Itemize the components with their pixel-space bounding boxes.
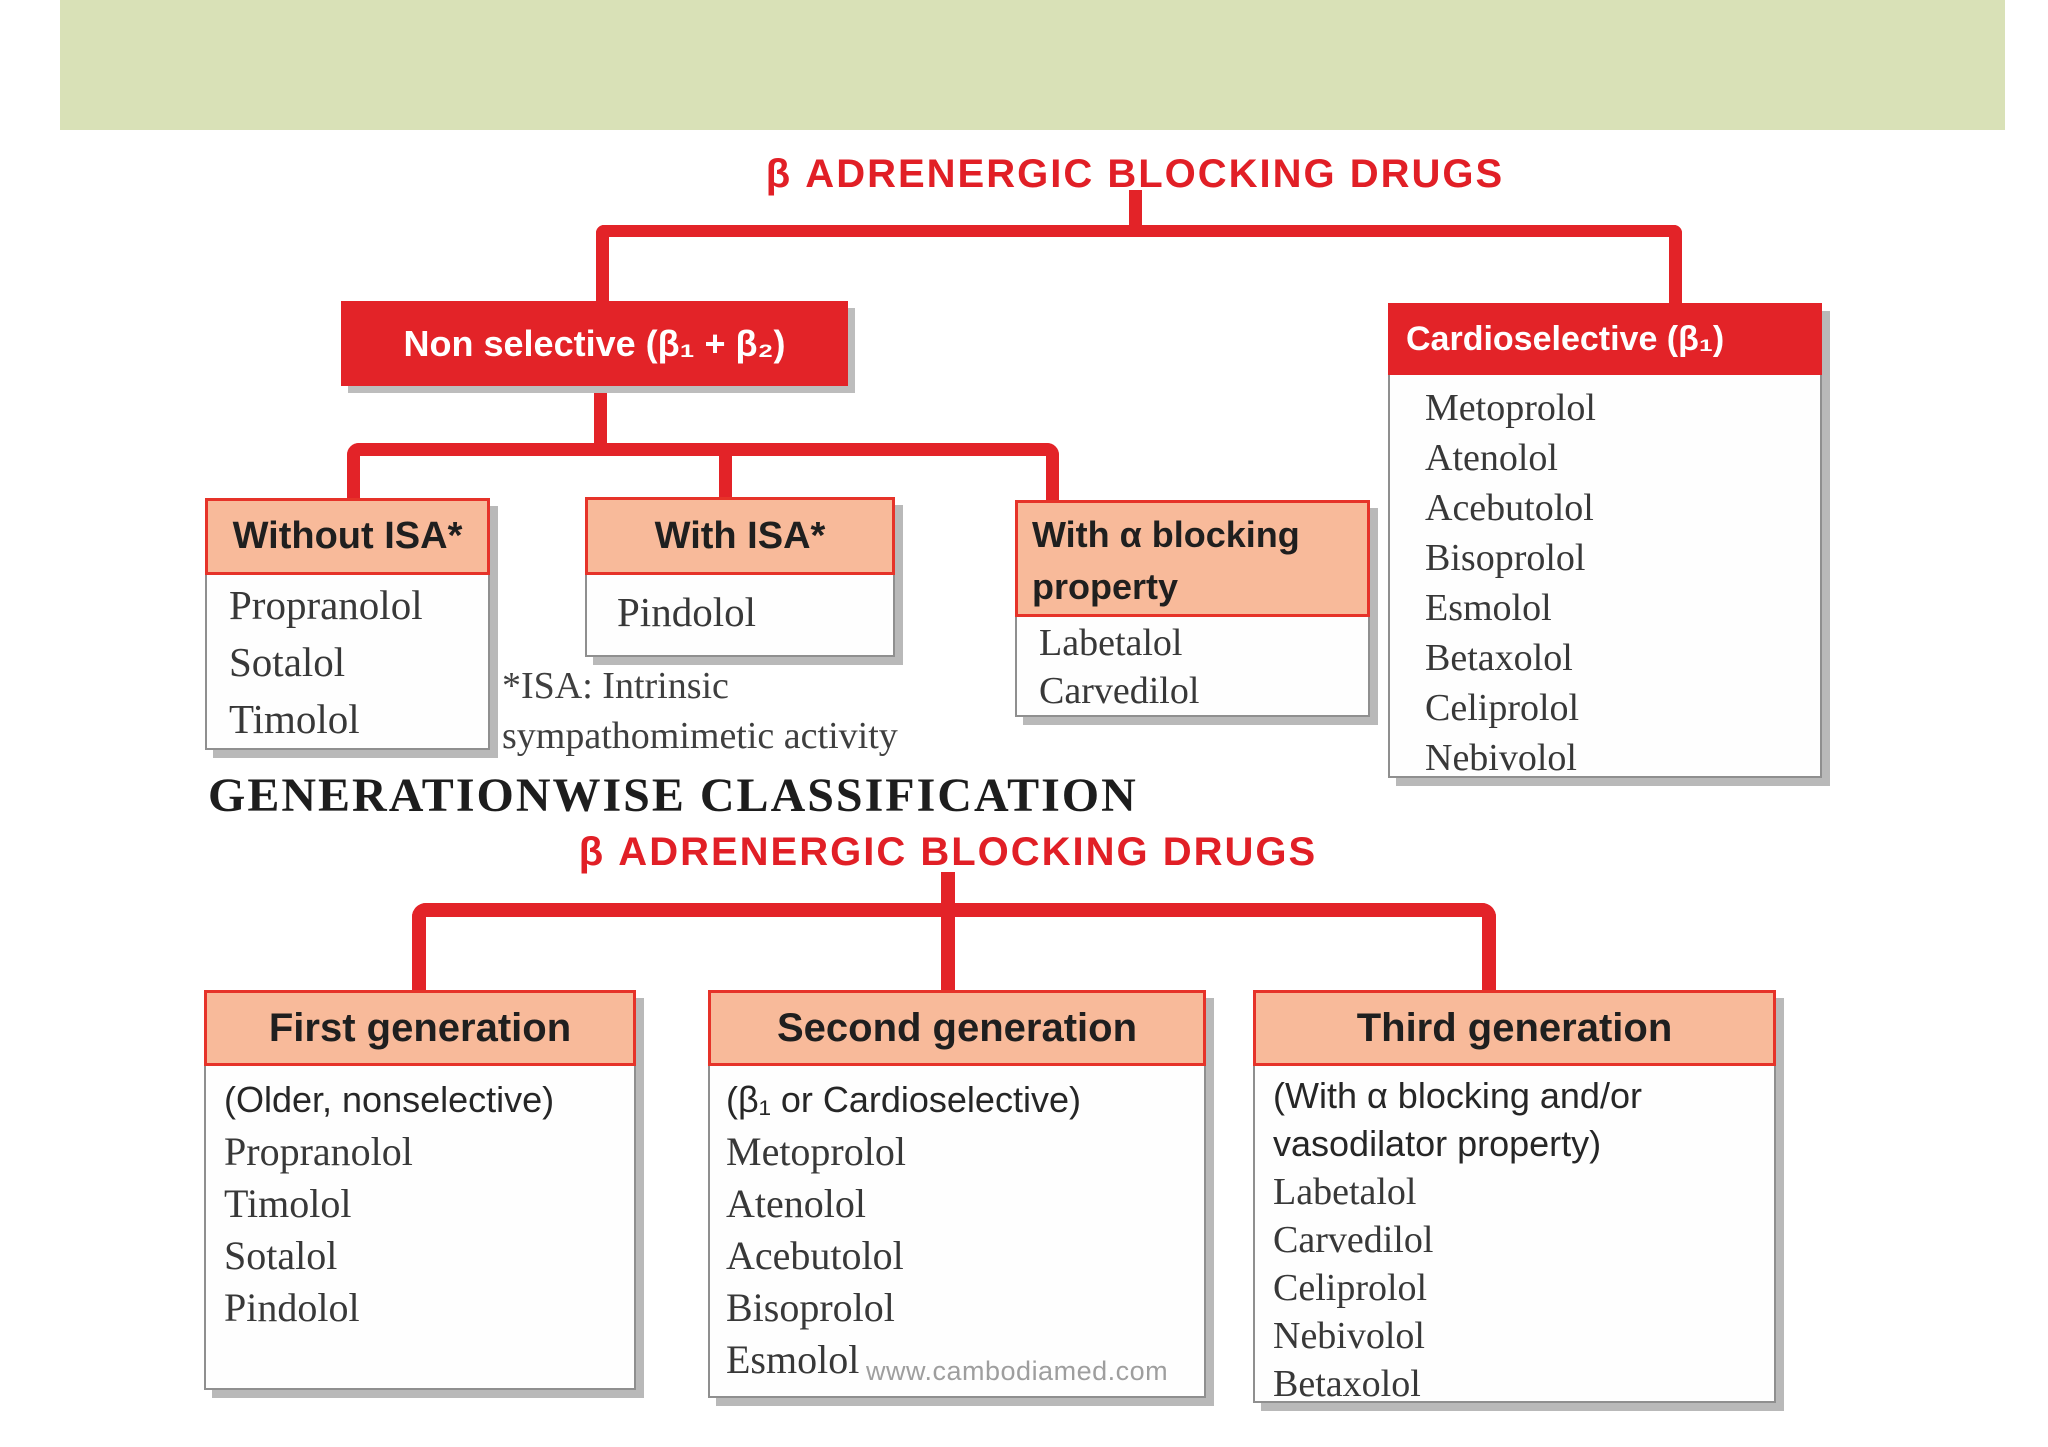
drug-item: Metoprolol: [1425, 387, 1596, 429]
drug-item: Sotalol: [224, 1233, 338, 1278]
with-isa-list: Pindolol: [585, 575, 895, 657]
isa-note-line1: *ISA: Intrinsic: [502, 665, 729, 707]
tree2-connector: [412, 903, 1496, 992]
diagram1-title: β ADRENERGIC BLOCKING DRUGS: [765, 152, 1505, 196]
drug-item: Celiprolol: [1273, 1267, 1428, 1309]
drug-item: Celiprolol: [1425, 687, 1580, 729]
with-isa-header: With ISA*: [585, 497, 895, 575]
drug-item: Esmolol: [726, 1337, 860, 1382]
with-isa-box: With ISA* Pindolol: [585, 497, 895, 657]
third-generation-box: Third generation (With α blocking and/or…: [1253, 990, 1776, 1405]
without-isa-header: Without ISA*: [205, 498, 490, 575]
drug-item: Betaxolol: [1425, 637, 1573, 679]
isa-note-line2: sympathomimetic activity: [502, 715, 898, 757]
first-generation-header: First generation: [204, 990, 636, 1066]
drug-item: Sotalol: [229, 639, 346, 685]
tree1-root-stem: [1129, 190, 1142, 235]
tree1-level2-stem: [594, 384, 607, 446]
drug-item: Timolol: [224, 1181, 352, 1226]
drug-item: Propranolol: [224, 1129, 413, 1174]
drug-item: Acebutolol: [1425, 487, 1594, 529]
drug-item: Carvedilol: [1039, 670, 1200, 712]
tree1-level1-connector: [596, 225, 1682, 307]
drug-item: Propranolol: [229, 582, 423, 628]
second-generation-subtitle: (β₁ or Cardioselective): [726, 1079, 1081, 1120]
drug-item: Betaxolol: [1273, 1363, 1421, 1405]
drug-item: Pindolol: [617, 589, 756, 635]
drug-item: Bisoprolol: [1425, 537, 1586, 579]
drug-item: Atenolol: [1425, 437, 1558, 479]
section-heading: GENERATIONWISE CLASSIFICATION: [208, 769, 1138, 822]
tree2-root-stem: [941, 872, 955, 990]
drug-item: Acebutolol: [726, 1233, 904, 1278]
drug-item: Timolol: [229, 696, 360, 742]
first-generation-subtitle: (Older, nonselective): [224, 1079, 555, 1120]
drug-item: Bisoprolol: [726, 1285, 895, 1330]
third-generation-body: (With α blocking and/or vasodilator prop…: [1253, 1066, 1776, 1405]
drug-item: Nebivolol: [1273, 1315, 1425, 1357]
cardioselective-header: Cardioselective (β₁): [1388, 303, 1822, 375]
third-generation-subtitle: (With α blocking and/or vasodilator prop…: [1273, 1075, 1642, 1164]
drug-item: Esmolol: [1425, 587, 1552, 629]
first-generation-box: First generation (Older, nonselective) P…: [204, 990, 636, 1390]
drug-item: Carvedilol: [1273, 1219, 1434, 1261]
tree1-level2-connector: [347, 443, 1059, 503]
tree1-middle-drop: [719, 443, 732, 503]
top-green-band: [60, 0, 2005, 130]
watermark: www.cambodiamed.com: [866, 1356, 1169, 1386]
third-generation-header: Third generation: [1253, 990, 1776, 1066]
second-generation-header: Second generation: [708, 990, 1206, 1066]
drug-item: Labetalol: [1039, 622, 1183, 664]
drug-item: Nebivolol: [1425, 737, 1577, 779]
drug-item: Labetalol: [1273, 1171, 1417, 1213]
nonselective-box: Non selective (β₁ + β₂): [341, 301, 848, 386]
drug-item: Metoprolol: [726, 1129, 906, 1174]
drug-item: Pindolol: [224, 1285, 360, 1330]
with-alpha-header: With α blocking property: [1015, 500, 1370, 617]
second-generation-box: Second generation (β₁ or Cardioselective…: [708, 990, 1206, 1398]
drug-item: Atenolol: [726, 1181, 866, 1226]
diagram2-title: β ADRENERGIC BLOCKING DRUGS: [578, 830, 1318, 874]
